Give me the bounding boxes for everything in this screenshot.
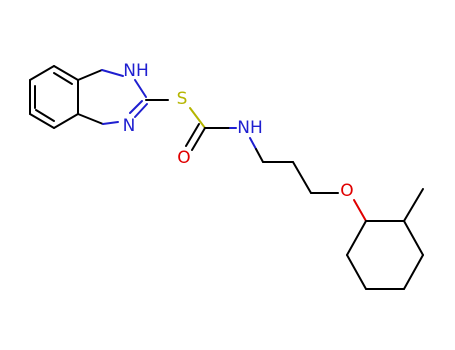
bond xyxy=(77,69,103,81)
bond xyxy=(53,65,79,81)
atom-labels: NH N S NH O O xyxy=(123,61,354,201)
bond xyxy=(53,72,73,85)
bond xyxy=(403,188,424,222)
propyl-chain xyxy=(249,137,339,194)
thiocarbamate-linker xyxy=(145,99,237,151)
bond xyxy=(346,220,367,256)
bond xyxy=(77,113,104,125)
bond xyxy=(353,199,367,222)
atom-label-s: S xyxy=(177,89,188,109)
bond xyxy=(29,113,55,129)
benzene-ring xyxy=(29,65,79,129)
atom-label-o-carbonyl: O xyxy=(177,148,190,168)
bond xyxy=(129,100,143,114)
bond xyxy=(403,254,424,290)
bond xyxy=(134,103,148,118)
bond xyxy=(35,109,55,122)
bond xyxy=(403,220,424,256)
atom-label-nh: NH xyxy=(123,61,149,81)
bond xyxy=(53,113,79,129)
atom-label-n: N xyxy=(123,116,136,136)
atom-label-o-ether: O xyxy=(340,181,353,201)
cyclohexyl-ring xyxy=(346,188,424,290)
bond xyxy=(29,65,55,81)
bond xyxy=(189,107,206,129)
bond xyxy=(255,148,264,163)
bond xyxy=(102,121,119,125)
bond xyxy=(249,137,257,150)
bond xyxy=(101,69,124,77)
imidazole-ring xyxy=(77,69,148,125)
bond xyxy=(292,161,312,194)
bond xyxy=(185,123,200,147)
atom-label-amide-nh: NH xyxy=(237,118,263,138)
bond xyxy=(191,127,206,151)
bond xyxy=(346,254,367,290)
bond xyxy=(134,79,147,98)
